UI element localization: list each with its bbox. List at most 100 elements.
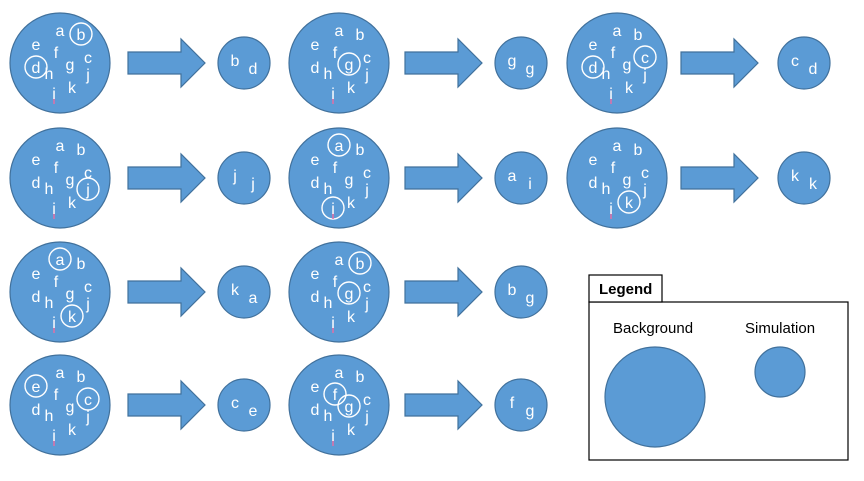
highlight-ring (323, 382, 347, 406)
result-letter: b (231, 53, 240, 70)
letter-d: d (589, 60, 598, 77)
highlight-ring (617, 190, 641, 214)
letter-j: j (364, 67, 369, 84)
letter-k: k (68, 309, 77, 326)
arrow (404, 152, 483, 204)
simulation-circle (217, 151, 271, 205)
simulation-circle (217, 378, 271, 432)
letter-a: a (335, 138, 344, 155)
legend-title: Legend (599, 281, 652, 298)
letter-h: h (45, 181, 54, 198)
letter-d: d (311, 175, 320, 192)
letter-a: a (335, 252, 344, 269)
letter-b: b (77, 369, 86, 386)
letter-h: h (45, 295, 54, 312)
result-letter: g (526, 290, 535, 307)
letter-g: g (345, 172, 354, 189)
letter-f: f (54, 160, 59, 177)
letter-k: k (347, 195, 356, 212)
background-circle (288, 354, 390, 456)
result-letter: j (232, 168, 237, 185)
simulation-circle (494, 36, 548, 90)
simulation-circle (777, 36, 831, 90)
highlight-ring (76, 177, 100, 201)
letter-g: g (66, 57, 75, 74)
letter-i: i (52, 201, 56, 218)
letter-h: h (602, 181, 611, 198)
result-letter: d (809, 61, 818, 78)
letter-d: d (32, 289, 41, 306)
letter-d: d (311, 60, 320, 77)
highlight-ring (24, 374, 48, 398)
letter-g: g (623, 172, 632, 189)
result-letter: k (809, 176, 818, 193)
highlight-ring (48, 247, 72, 271)
legend-title-tab (588, 274, 663, 303)
highlight-ring (76, 387, 100, 411)
background-circle (288, 241, 390, 343)
background-circle (566, 12, 668, 114)
highlight-ring (69, 22, 93, 46)
letter-f: f (333, 45, 338, 62)
letter-h: h (45, 408, 54, 425)
highlight-ring (348, 251, 372, 275)
letter-d: d (32, 175, 41, 192)
result-letter: b (508, 282, 517, 299)
letter-d: d (589, 175, 598, 192)
letter-b: b (634, 142, 643, 159)
arrow (127, 266, 206, 318)
result-letter: c (791, 53, 799, 70)
background-circle (288, 127, 390, 229)
letter-c: c (641, 50, 649, 67)
highlight-ring (337, 394, 361, 418)
letter-a: a (335, 23, 344, 40)
simulation-circle (494, 378, 548, 432)
letter-g: g (345, 399, 354, 416)
highlight-ring (60, 304, 84, 328)
letter-a: a (613, 23, 622, 40)
letter-k: k (347, 309, 356, 326)
letter-b: b (634, 27, 643, 44)
result-letter: a (508, 168, 517, 185)
letter-e: e (311, 379, 320, 396)
simulation-circle (494, 265, 548, 319)
letter-c: c (641, 165, 649, 182)
result-letter: k (791, 168, 800, 185)
legend-background-label: Background (613, 320, 693, 337)
letter-i: i (52, 428, 56, 445)
letter-c: c (84, 165, 92, 182)
letter-h: h (602, 66, 611, 83)
letter-j: j (85, 67, 90, 84)
letter-f: f (611, 160, 616, 177)
letter-k: k (347, 80, 356, 97)
result-letter: e (249, 403, 258, 420)
letter-i: i (52, 315, 56, 332)
letter-k: k (68, 80, 77, 97)
background-circle (566, 127, 668, 229)
highlight-ring (581, 55, 605, 79)
letter-b: b (356, 369, 365, 386)
letter-f: f (611, 45, 616, 62)
result-letter: d (249, 61, 258, 78)
letter-d: d (32, 402, 41, 419)
letter-e: e (32, 37, 41, 54)
result-letter: g (526, 403, 535, 420)
background-circle (9, 241, 111, 343)
letter-i: i (331, 315, 335, 332)
letter-e: e (311, 266, 320, 283)
letter-h: h (324, 66, 333, 83)
arrow (127, 152, 206, 204)
legend-background-circle (604, 346, 706, 448)
highlight-ring (327, 133, 351, 157)
arrow (680, 37, 759, 89)
arrow (404, 379, 483, 431)
